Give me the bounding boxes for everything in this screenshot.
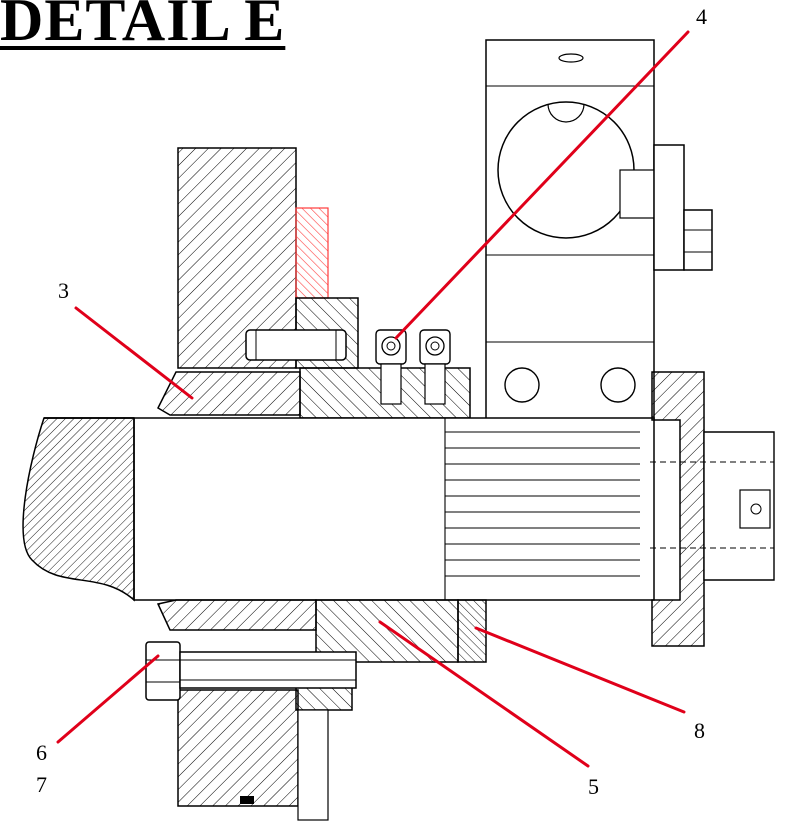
leader-5: [378, 620, 590, 768]
leader-4: [394, 30, 690, 340]
shaft: [44, 417, 655, 601]
leader-3: [74, 306, 194, 400]
shaft-break-section: [22, 417, 135, 602]
bushing-part-3-top: [157, 371, 301, 416]
leader-lines: [56, 30, 690, 768]
callout-3: 3: [58, 278, 69, 303]
bolt-part-6: [145, 641, 357, 701]
end-sleeve: [703, 431, 775, 581]
pin-part: [245, 329, 347, 361]
detail-title: DETAIL E: [0, 0, 286, 53]
grease-fitting-1: [375, 329, 407, 405]
red-insert-part: [295, 207, 329, 299]
end-cap: [651, 371, 705, 647]
leader-6: [56, 654, 160, 744]
lower-housing-part: [177, 689, 299, 807]
leader-8: [474, 626, 686, 714]
callout-6: 6: [36, 740, 47, 765]
callout-7: 7: [36, 772, 47, 797]
clamp-bolt-head: [653, 144, 685, 271]
shaft-splines: [444, 418, 640, 600]
callout-5: 5: [588, 774, 599, 799]
callout-8: 8: [694, 718, 705, 743]
callout-4: 4: [696, 4, 707, 29]
grease-fitting-2: [419, 329, 451, 405]
